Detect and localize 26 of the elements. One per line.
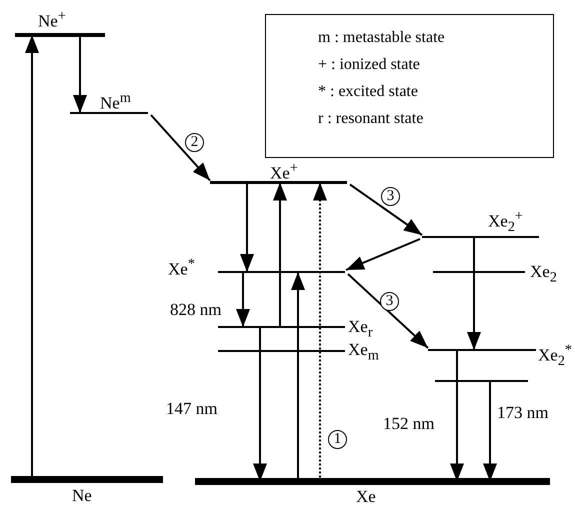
- step-number: 1: [328, 430, 347, 449]
- key-entry: r : resonant state: [318, 110, 424, 128]
- level-label: Ne$^{+}$: [38, 7, 66, 32]
- level-label: Ne: [72, 486, 92, 506]
- transition-arrow: [73, 35, 87, 113]
- step-number: 3: [380, 292, 399, 311]
- level-label: Ne$^{m}$: [100, 89, 131, 114]
- transition-arrow: [467, 237, 481, 350]
- transition-arrow: [346, 238, 420, 271]
- transition-arrow: [150, 114, 211, 182]
- transition-arrow: [273, 182, 287, 327]
- transition-arrow: [240, 182, 254, 272]
- level-label: Xe$_{2}$: [530, 262, 557, 288]
- key-entry: + : ionized state: [318, 56, 420, 74]
- level-label: Xe: [356, 487, 376, 507]
- transition-arrow: [347, 273, 429, 349]
- transition-arrow: [349, 184, 423, 236]
- key-entry: * : excited state: [318, 83, 418, 101]
- level-label: Xe$_{r}$: [348, 317, 373, 342]
- transition-arrow: [236, 272, 250, 327]
- step-number: 3: [381, 187, 400, 206]
- key-entry: m : metastable state: [318, 29, 445, 47]
- level-label: Xe$_{m}$: [348, 340, 379, 366]
- level-label: Xe$^{*}$: [168, 255, 195, 280]
- level-label: Xe$^{+}$: [270, 159, 298, 184]
- step-number: 2: [185, 133, 204, 152]
